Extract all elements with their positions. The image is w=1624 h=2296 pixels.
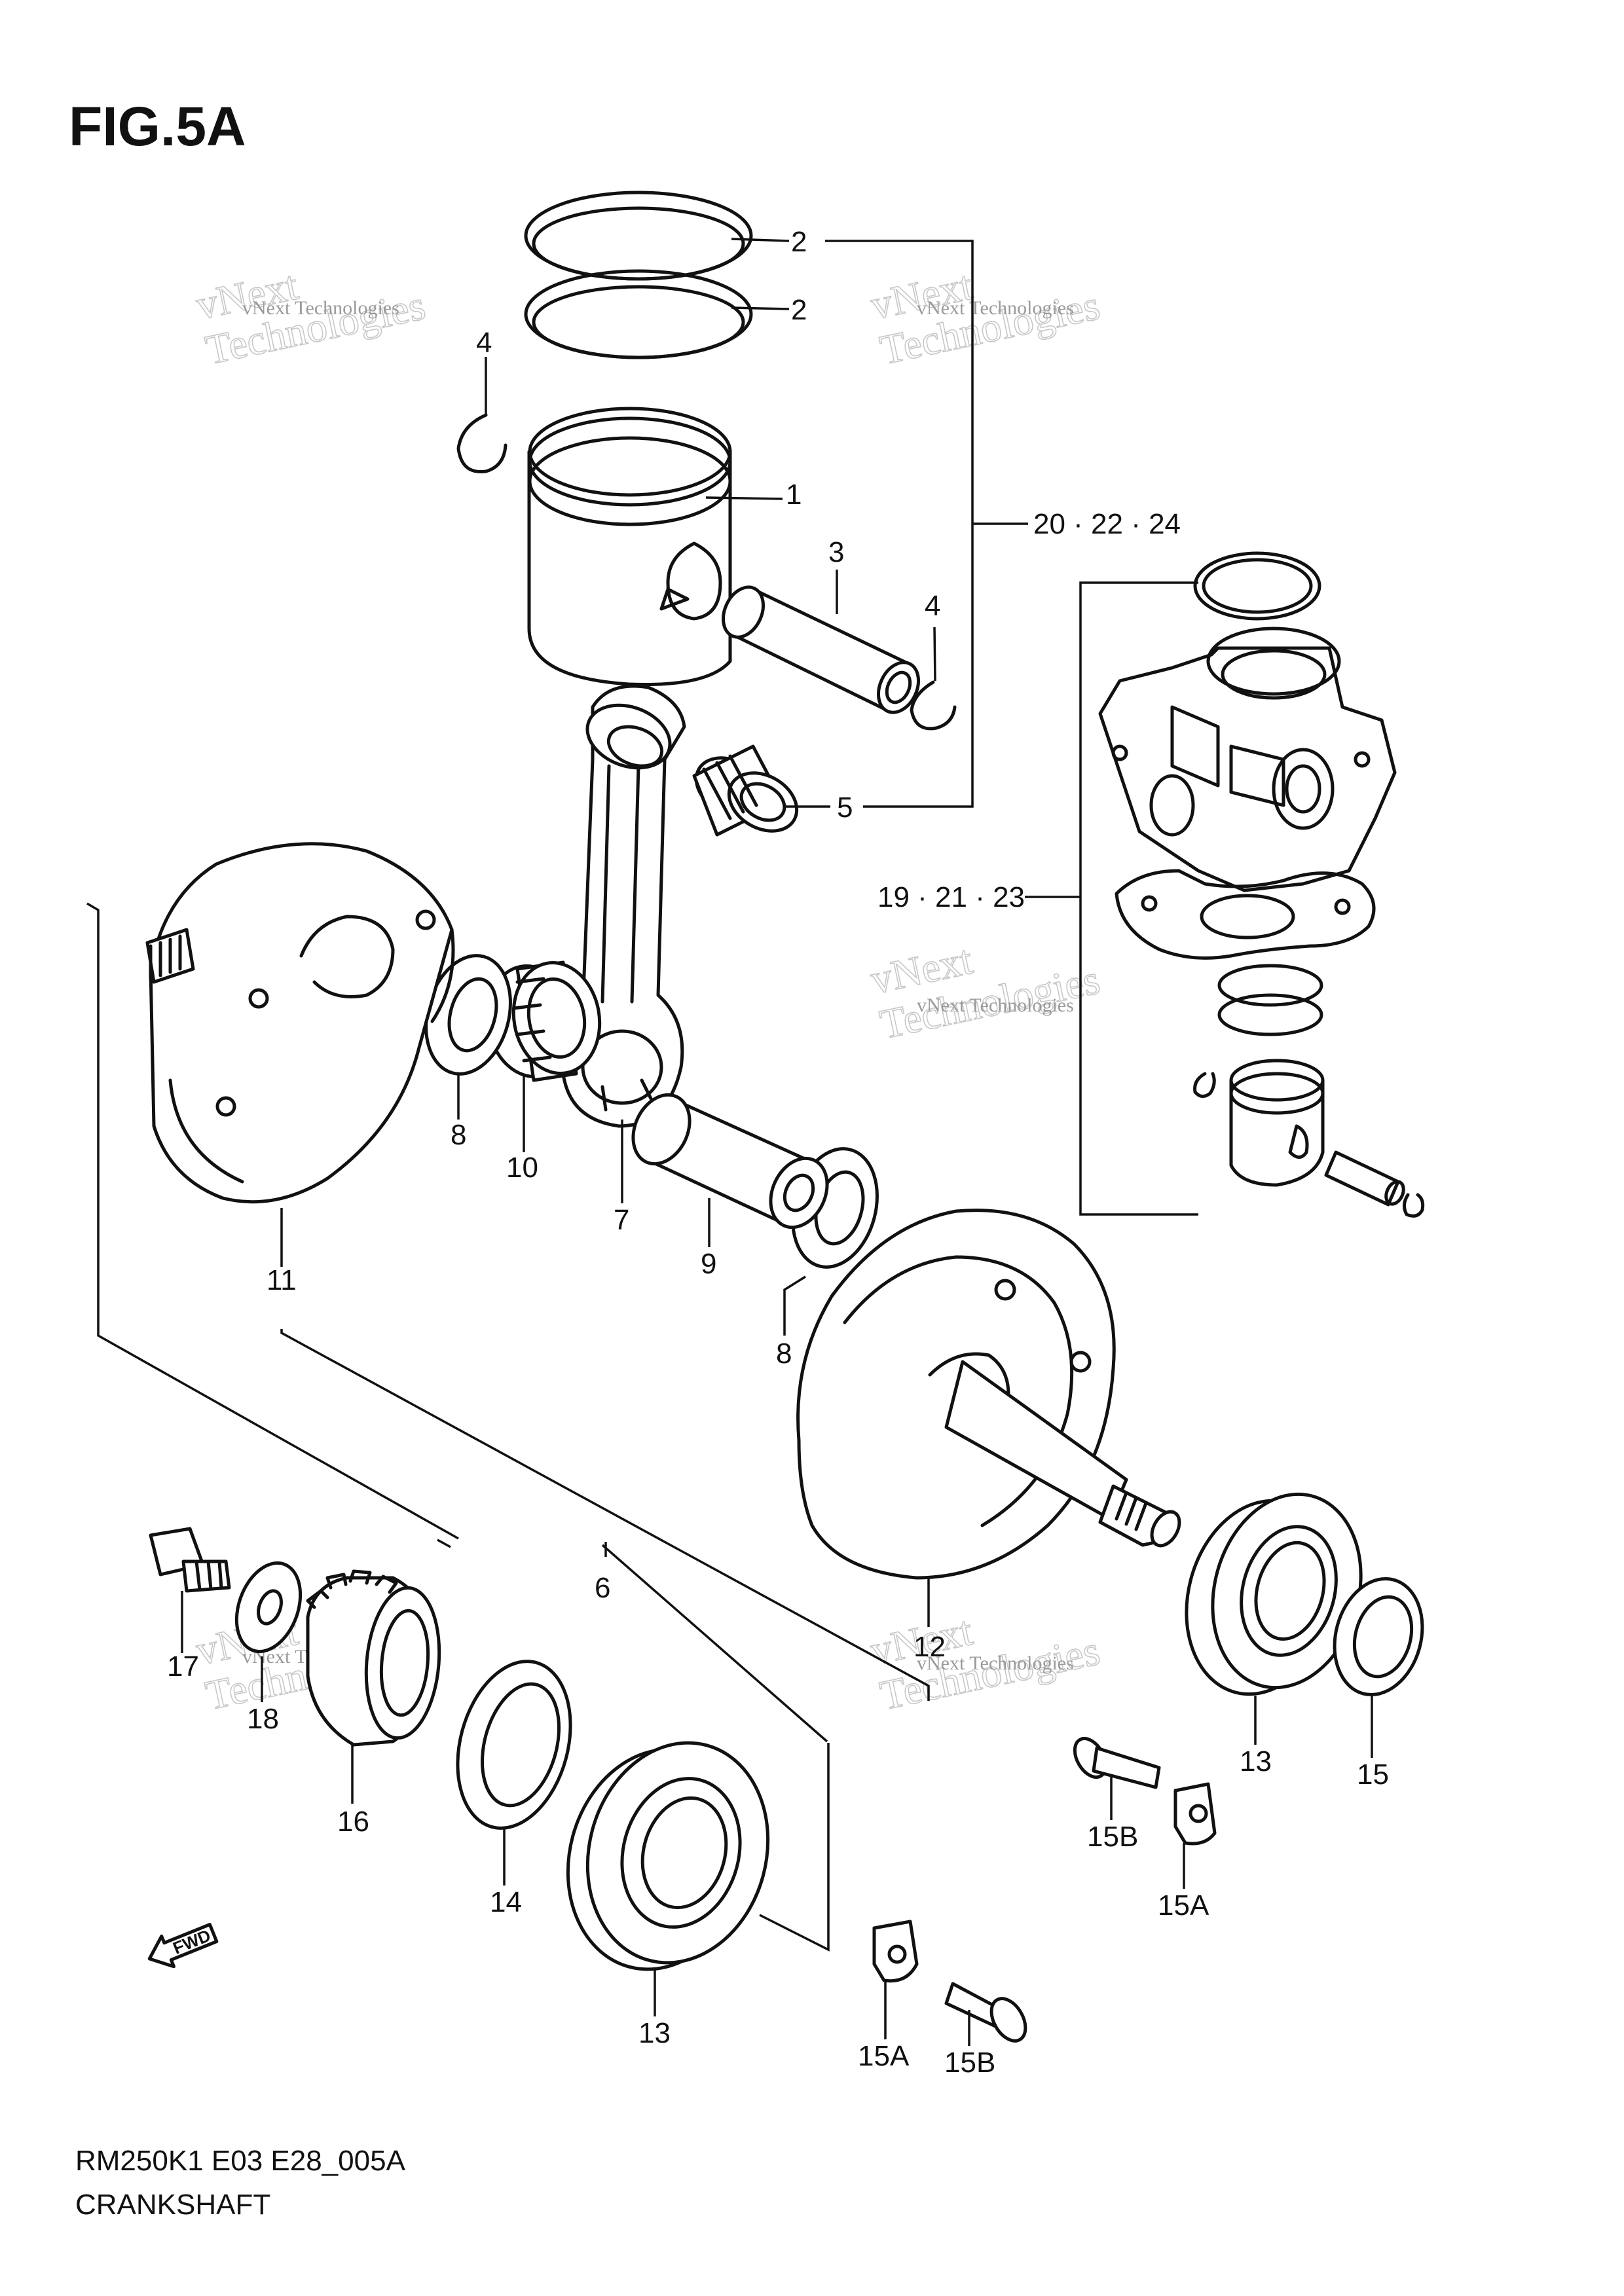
- leader-lines: [86, 238, 1373, 2046]
- small-end-bearing: [692, 744, 799, 837]
- piston-pin: [722, 585, 920, 714]
- callout-16: 16: [337, 1806, 369, 1838]
- cylinder-head-gasket: [1193, 551, 1321, 621]
- callout-11: 11: [267, 1264, 297, 1296]
- oil-seal-right: [1333, 1576, 1424, 1697]
- callout-6: 6: [595, 1572, 610, 1604]
- washer: [234, 1561, 303, 1654]
- callout-15a: 15A: [858, 2040, 910, 2072]
- callout-kit-side: 19 · 21 · 23: [877, 881, 1025, 913]
- oil-seal-left: [456, 1660, 572, 1830]
- callout-12: 12: [913, 1631, 946, 1663]
- callout-5: 5: [837, 792, 853, 824]
- callout-18: 18: [247, 1703, 279, 1735]
- callout-7: 7: [614, 1204, 629, 1236]
- callout-kit-top: 20 · 22 · 24: [1033, 508, 1181, 540]
- callout-2: 2: [791, 226, 807, 258]
- watermark-text: vNext Technologies: [917, 1652, 1074, 1674]
- kit-circlip-right: [1403, 1193, 1425, 1218]
- piston: [527, 407, 732, 687]
- watermark-text: vNext Technologies: [917, 297, 1074, 319]
- model-code: RM250K1 E03 E28_005A: [75, 2145, 406, 2177]
- watermark-text: vNext Technologies: [242, 297, 399, 319]
- callout-17: 17: [167, 1650, 199, 1683]
- screw-upper: [1073, 1737, 1161, 1789]
- callout-15a: 15A: [1158, 1889, 1209, 1922]
- crank-pin: [631, 1093, 829, 1230]
- callout-8: 8: [776, 1338, 792, 1370]
- primary-gear: [306, 1569, 441, 1747]
- callout-3: 3: [828, 536, 844, 568]
- callout-10: 10: [506, 1152, 538, 1184]
- callout-4: 4: [476, 327, 492, 359]
- stopper-plate-upper: [1173, 1782, 1217, 1846]
- kit-pin: [1324, 1150, 1405, 1207]
- stopper-plate-lower: [872, 1920, 919, 1983]
- figure-title: FIG.5A: [69, 96, 246, 157]
- callout-14: 14: [490, 1886, 522, 1918]
- callout-13: 13: [638, 2017, 671, 2049]
- callout-15b: 15B: [944, 2047, 995, 2079]
- kit-circlip-left: [1193, 1072, 1216, 1098]
- callout-13: 13: [1240, 1745, 1272, 1777]
- section-name: CRANKSHAFT: [75, 2189, 270, 2221]
- callout-9: 9: [701, 1248, 716, 1280]
- cylinder-base-gasket: [1115, 869, 1376, 960]
- piston-ring-upper: [524, 191, 753, 281]
- circlip-left: [456, 413, 507, 474]
- callout-1: 1: [786, 479, 802, 511]
- callout-2: 2: [791, 294, 807, 326]
- fwd-arrow-icon: FWD: [147, 1923, 219, 1969]
- watermark-text: vNext Technologies: [917, 994, 1074, 1016]
- main-bearing-left: [566, 1741, 770, 1971]
- callout-15b: 15B: [1087, 1821, 1138, 1853]
- cylinder: [1098, 627, 1397, 892]
- callout-15: 15: [1357, 1758, 1389, 1791]
- bolt: [149, 1527, 231, 1593]
- callout-labels: 2 2 4 1 20 · 22 · 24 3 4 5 19 · 21 · 23 …: [167, 226, 1389, 2079]
- circlip-right: [910, 680, 957, 731]
- callout-8: 8: [451, 1119, 466, 1151]
- kit-piston-rings: [1217, 964, 1323, 1036]
- crank-half-left: [145, 842, 455, 1204]
- screw-lower: [944, 1982, 1027, 2043]
- kit-piston: [1229, 1059, 1325, 1187]
- piston-ring-lower: [524, 269, 753, 359]
- callout-4: 4: [925, 590, 940, 622]
- crank-half-right: [796, 1209, 1181, 1580]
